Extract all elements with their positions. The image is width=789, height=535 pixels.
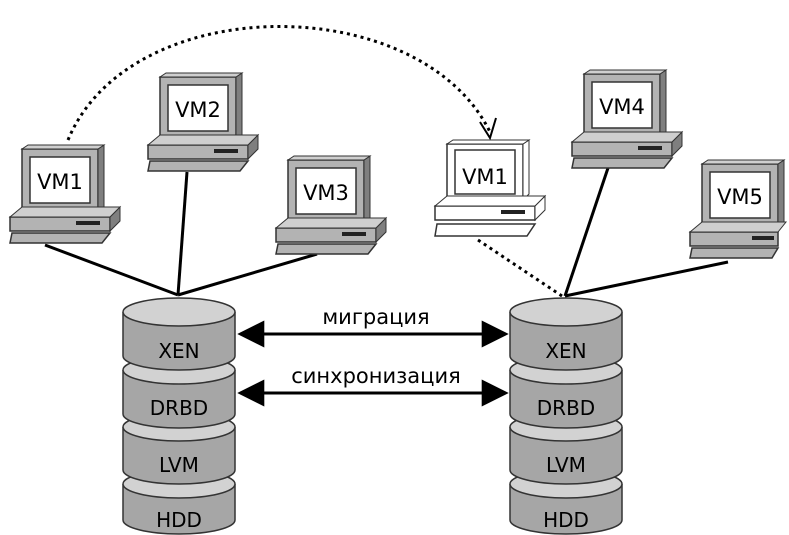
right-connections	[563, 167, 729, 298]
right-layer-xen: XEN	[509, 297, 623, 371]
vm4-computer: VM4	[570, 69, 684, 169]
vm2-computer: VM2	[146, 72, 260, 172]
left-connections	[44, 171, 318, 297]
left-hdd-label: HDD	[156, 508, 202, 532]
synchronization-label: синхронизация	[291, 364, 461, 388]
right-lvm-label: LVM	[546, 453, 586, 477]
migration-path-arrowhead	[479, 117, 497, 141]
right-xen-label: XEN	[545, 339, 586, 363]
vm3-label: VM3	[303, 181, 349, 205]
vm4-label: VM4	[599, 95, 645, 119]
vm5-computer: VM5	[688, 159, 788, 259]
ghost-vm1-link	[477, 238, 563, 298]
left-xen-label: XEN	[158, 339, 199, 363]
right-drbd-label: DRBD	[537, 396, 595, 420]
vm1-label: VM1	[37, 170, 83, 194]
vm5-label: VM5	[717, 185, 763, 209]
link-vm1	[44, 243, 179, 297]
link-vm5	[564, 260, 729, 298]
left-lvm-label: LVM	[159, 453, 199, 477]
left-layer-xen: XEN	[122, 297, 236, 371]
vm1-migrated-label: VM1	[462, 165, 508, 189]
link-vm2	[176, 171, 189, 296]
migration-label: миграция	[322, 305, 429, 329]
migration-path-arc	[66, 25, 492, 141]
right-hdd-label: HDD	[543, 508, 589, 532]
link-vm4	[563, 167, 610, 297]
vm1-computer: VM1	[8, 144, 122, 244]
right-layer-hdd: HDD	[509, 469, 623, 535]
vm2-label: VM2	[175, 98, 221, 122]
left-storage-stack: HDD LVM DRBD XEN	[122, 297, 236, 535]
left-drbd-label: DRBD	[150, 396, 208, 420]
right-storage-stack: HDD LVM DRBD XEN	[509, 297, 623, 535]
vm3-computer: VM3	[274, 155, 388, 255]
link-vm3	[177, 252, 318, 297]
vm1-migrated-computer: VM1	[433, 139, 547, 237]
